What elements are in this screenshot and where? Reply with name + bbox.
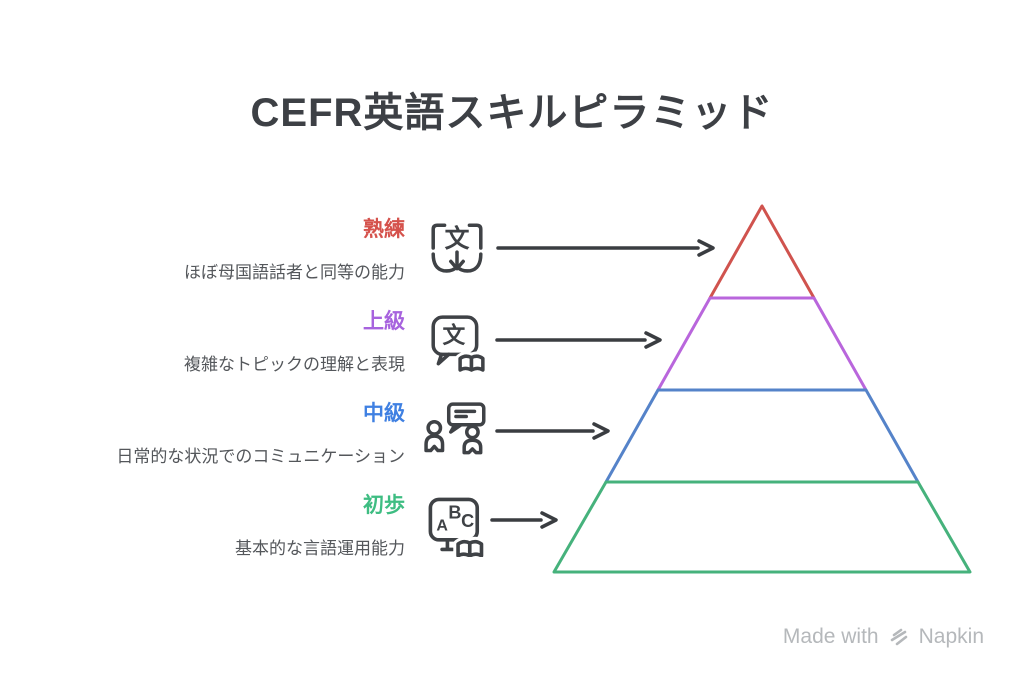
letter-a: A	[436, 517, 448, 534]
level-description-proficient: ほぼ母国語話者と同等の能力	[184, 263, 405, 282]
letter-b: B	[448, 503, 461, 523]
level-row-advanced: 上級 複雑なトピックの理解と表現	[0, 310, 405, 375]
made-with-text: Made with	[782, 625, 879, 648]
translate-speech-bubble-book-icon: 文	[431, 315, 488, 372]
napkin-logo-icon	[890, 628, 907, 646]
bunji-glyph: 文	[443, 322, 466, 348]
level-row-proficient: 熟練 ほぼ母国語話者と同等の能力	[0, 218, 405, 283]
level-label-beginner: 初歩	[363, 494, 405, 517]
pyramid-segment-intermediate	[604, 388, 920, 484]
left-bracket	[431, 223, 447, 250]
book-right-curve	[456, 252, 483, 273]
level-description-beginner: 基本的な言語運用能力	[235, 539, 405, 558]
book-left-curve	[431, 252, 458, 273]
bunji-glyph: 文	[445, 224, 470, 253]
level-label-intermediate: 中級	[363, 402, 405, 425]
brand-text: Napkin	[918, 625, 984, 648]
person-body	[462, 438, 483, 455]
book-right-page	[467, 539, 484, 557]
bubble-tail	[436, 352, 451, 366]
bubble-tail	[449, 423, 463, 434]
person-body	[424, 434, 445, 453]
two-people-conversation-icon	[424, 402, 486, 455]
right-bracket	[467, 223, 483, 250]
pyramid-segment-proficient	[708, 204, 816, 300]
speech-bubble	[446, 402, 486, 427]
person-head	[426, 419, 443, 436]
pyramid-segment-beginner	[552, 480, 972, 574]
level-label-proficient: 熟練	[363, 218, 405, 241]
speech-bubble	[431, 315, 479, 357]
pyramid-segment-advanced	[656, 296, 868, 392]
level-description-advanced: 複雑なトピックの理解と表現	[184, 355, 405, 374]
book-right-page	[469, 354, 485, 372]
level-label-advanced: 上級	[363, 310, 405, 333]
person-head	[465, 424, 480, 440]
level-row-beginner: 初歩 基本的な言語運用能力	[0, 494, 405, 559]
page-title: CEFR英語スキルピラミッド	[250, 91, 774, 135]
abc-board-book-icon: A B C	[428, 497, 487, 557]
letter-c: C	[461, 511, 474, 531]
made-with-napkin: Made with Napkin	[783, 625, 984, 649]
letter-board	[428, 497, 480, 542]
level-description-intermediate: 日常的な状況でのコミュニケーション	[116, 447, 405, 466]
level-row-intermediate: 中級 日常的な状況でのコミュニケーション	[0, 402, 405, 467]
translate-text-open-book-icon: 文	[431, 223, 483, 273]
